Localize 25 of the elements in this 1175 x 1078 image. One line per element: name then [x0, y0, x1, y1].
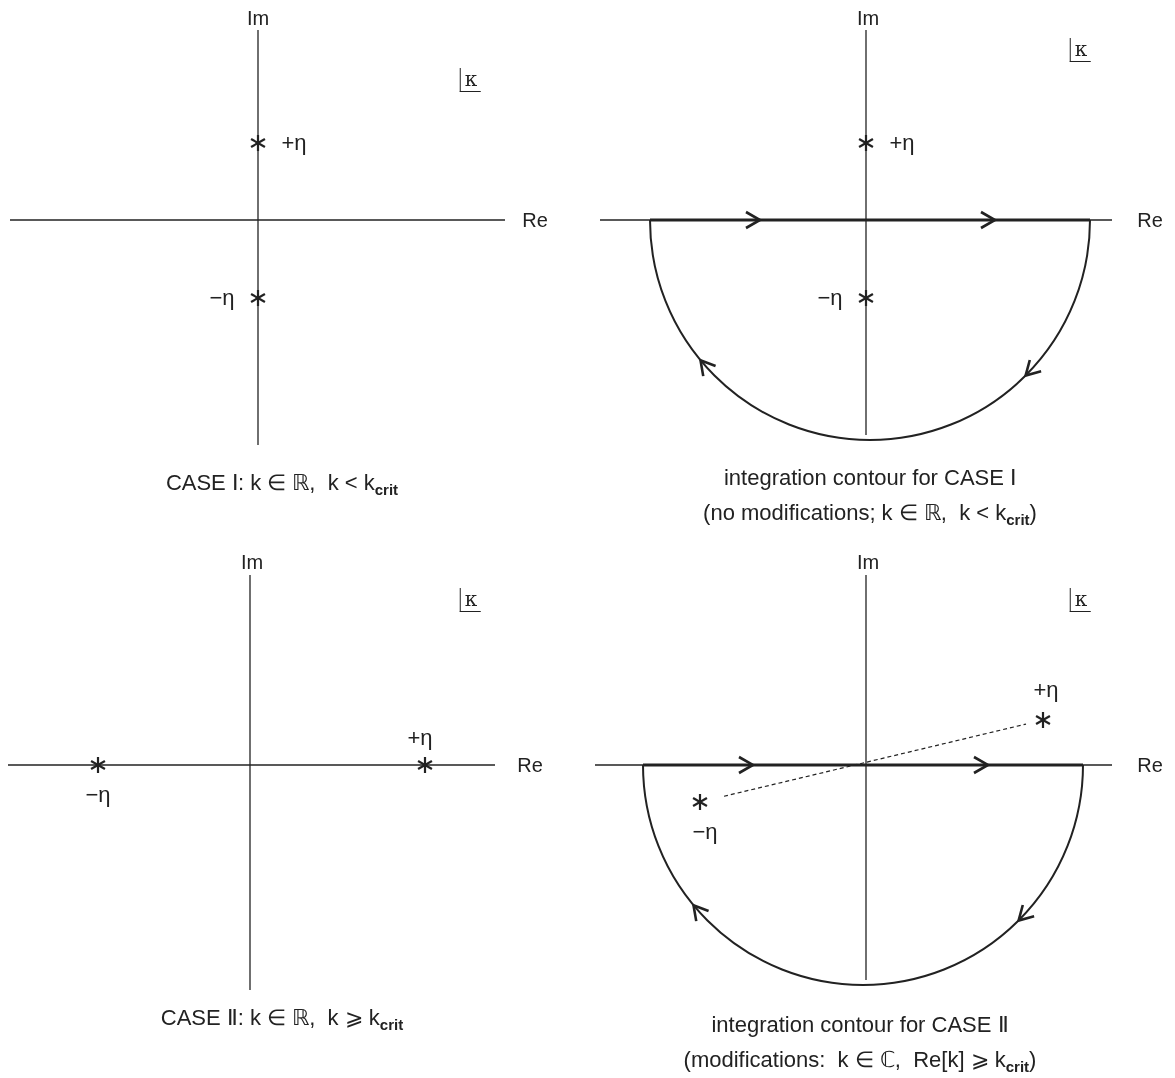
caption: integration contour for CASE Ⅰ	[723, 465, 1017, 491]
axis-label: Re	[1137, 209, 1163, 231]
pole-label: −η	[85, 782, 111, 808]
caption: (modifications: k ∈ ℂ, Re[k] ⩾ k$_{crit}$)	[683, 1048, 1037, 1076]
caption: (no modifications; k ∈ ℝ, k < k$_{crit}$)	[703, 501, 1037, 529]
variable-label: κ	[459, 68, 481, 92]
axis-label: Re	[517, 754, 543, 776]
variable-label: κ	[1069, 588, 1091, 612]
pole-label: −η	[209, 285, 235, 311]
pole-label: −η	[817, 285, 843, 311]
pole-label: +η	[407, 725, 433, 751]
pole-label: +η	[889, 130, 915, 156]
axis-label: Im	[240, 551, 264, 573]
caption: integration contour for CASE Ⅱ	[711, 1012, 1009, 1038]
dashed-line	[723, 723, 1027, 797]
variable-label: κ	[459, 588, 481, 612]
axis-label: Re	[522, 209, 548, 231]
axis-label: Im	[856, 7, 880, 29]
caption: CASE Ⅱ: k ∈ ℝ, k ⩾ k$_{crit}$	[160, 1006, 404, 1034]
caption: CASE Ⅰ: k ∈ ℝ, k < k$_{crit}$	[165, 471, 399, 499]
axis-label: Im	[856, 551, 880, 573]
axis-label: Im	[246, 7, 270, 29]
variable-label: κ	[1069, 38, 1091, 62]
axis-label: Re	[1137, 754, 1163, 776]
pole-label: +η	[281, 130, 307, 156]
